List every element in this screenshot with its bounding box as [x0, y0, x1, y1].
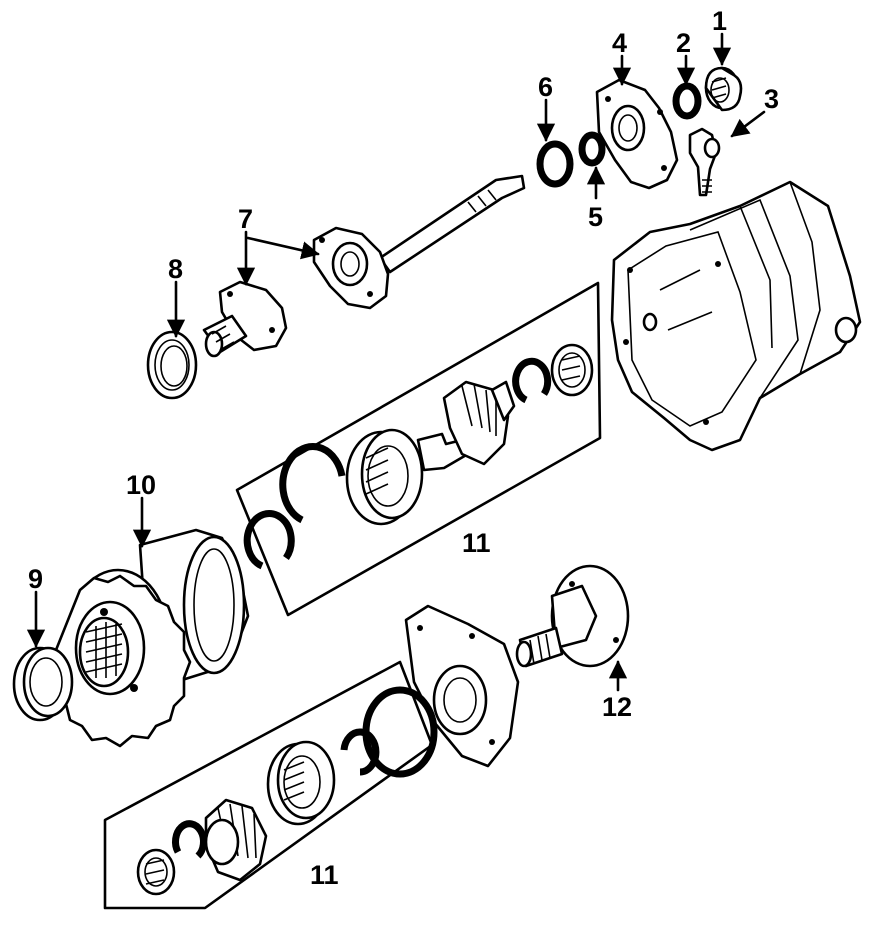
callout-4: 4 — [612, 28, 627, 58]
part-10-drum-sprocket — [50, 528, 250, 748]
callout-1: 1 — [712, 6, 727, 36]
kit-outline-lower — [103, 660, 434, 910]
part-2-snap-ring — [672, 82, 702, 120]
callout-10: 10 — [126, 470, 156, 500]
part-12-output-flange — [515, 564, 630, 668]
leader-lines — [26, 32, 766, 692]
part-9-seal — [12, 646, 74, 722]
callout-8: 8 — [168, 254, 183, 284]
callout-5: 5 — [588, 202, 603, 232]
callout-12: 12 — [602, 692, 632, 722]
callout-11-upper: 11 — [462, 528, 491, 558]
callout-6: 6 — [538, 72, 553, 102]
part-3-sensor — [688, 127, 721, 197]
callout-3: 3 — [764, 84, 779, 114]
kit-outline-upper — [235, 281, 602, 617]
callout-7: 7 — [238, 204, 253, 234]
callout-labels: 1 2 3 4 5 6 7 8 9 10 11 11 12 — [28, 6, 779, 890]
part-1-bearing — [704, 66, 743, 112]
part-6-seal-ring — [536, 140, 574, 188]
callout-9: 9 — [28, 564, 43, 594]
transfer-case-housing — [610, 180, 862, 452]
part-4-bearing-housing — [595, 78, 679, 190]
part-5-ring — [578, 131, 606, 167]
kit-11-upper-parts — [243, 343, 594, 570]
part-8-seal — [146, 330, 198, 400]
kit-11-lower-parts — [136, 604, 520, 896]
part-7-shaft-assembly — [202, 174, 526, 358]
callout-11-lower: 11 — [310, 860, 339, 890]
callout-2: 2 — [676, 28, 691, 58]
